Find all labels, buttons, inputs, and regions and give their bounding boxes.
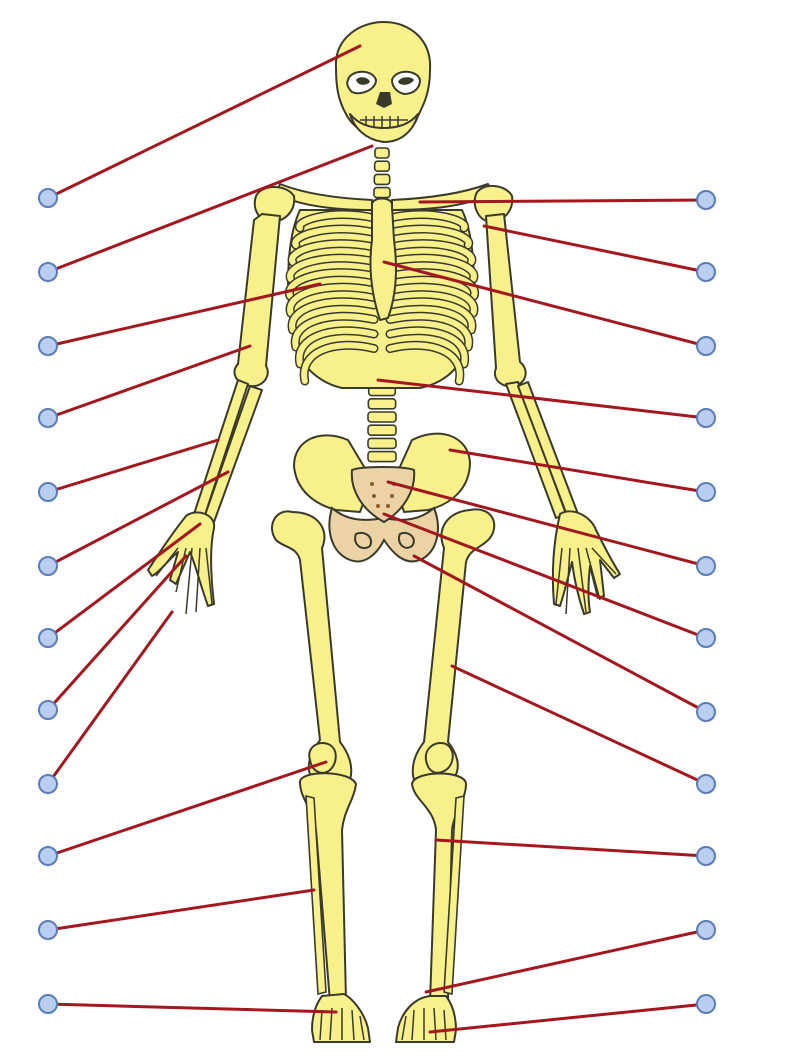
leader-line-left-3 bbox=[48, 284, 320, 346]
leader-line-left-9 bbox=[48, 612, 172, 784]
leader-line-right-12 bbox=[430, 1004, 706, 1032]
leader-line-right-7 bbox=[384, 514, 706, 638]
label-marker-left-9[interactable] bbox=[39, 775, 57, 793]
label-marker-right-10[interactable] bbox=[697, 847, 715, 865]
label-marker-right-8[interactable] bbox=[697, 703, 715, 721]
label-marker-right-1[interactable] bbox=[697, 191, 715, 209]
vertebra bbox=[375, 161, 390, 171]
leader-line-right-2 bbox=[484, 226, 706, 272]
label-marker-right-4[interactable] bbox=[697, 409, 715, 427]
label-marker-right-12[interactable] bbox=[697, 995, 715, 1013]
label-marker-right-7[interactable] bbox=[697, 629, 715, 647]
left-arm bbox=[148, 187, 294, 614]
label-marker-left-12[interactable] bbox=[39, 995, 57, 1013]
label-marker-left-2[interactable] bbox=[39, 263, 57, 281]
leader-line-right-1 bbox=[420, 200, 706, 202]
label-marker-left-6[interactable] bbox=[39, 557, 57, 575]
leader-line-right-4 bbox=[378, 380, 706, 418]
humerus-right bbox=[486, 214, 526, 386]
label-marker-right-9[interactable] bbox=[697, 775, 715, 793]
vertebra bbox=[368, 452, 396, 462]
label-marker-right-6[interactable] bbox=[697, 557, 715, 575]
skull bbox=[336, 22, 430, 142]
leader-line-left-5 bbox=[48, 440, 218, 492]
sternum bbox=[370, 199, 396, 321]
label-marker-right-11[interactable] bbox=[697, 921, 715, 939]
vertebra bbox=[374, 188, 390, 198]
vertebra bbox=[368, 438, 396, 448]
label-marker-left-8[interactable] bbox=[39, 701, 57, 719]
label-marker-right-2[interactable] bbox=[697, 263, 715, 281]
leader-line-right-10 bbox=[436, 840, 706, 856]
leader-line-right-5 bbox=[450, 450, 706, 492]
label-marker-left-4[interactable] bbox=[39, 409, 57, 427]
vertebra bbox=[374, 174, 389, 184]
leader-line-left-11 bbox=[48, 890, 314, 930]
vertebra bbox=[368, 412, 396, 422]
label-marker-left-7[interactable] bbox=[39, 629, 57, 647]
leader-line-right-9 bbox=[452, 666, 706, 784]
label-marker-left-3[interactable] bbox=[39, 337, 57, 355]
leader-line-left-1 bbox=[48, 46, 360, 198]
label-marker-left-10[interactable] bbox=[39, 847, 57, 865]
label-marker-left-11[interactable] bbox=[39, 921, 57, 939]
label-marker-right-3[interactable] bbox=[697, 337, 715, 355]
leader-line-left-12 bbox=[48, 1004, 336, 1012]
hand-left bbox=[148, 512, 214, 606]
label-marker-left-1[interactable] bbox=[39, 189, 57, 207]
leader-line-right-11 bbox=[426, 930, 706, 992]
leader-line-left-10 bbox=[48, 762, 326, 856]
patella-right bbox=[426, 743, 453, 773]
patella-left bbox=[309, 743, 336, 773]
vertebra bbox=[368, 425, 396, 435]
humerus-left bbox=[234, 214, 280, 386]
leader-line-left-4 bbox=[48, 346, 250, 418]
label-marker-left-5[interactable] bbox=[39, 483, 57, 501]
label-marker-right-5[interactable] bbox=[697, 483, 715, 501]
vertebra bbox=[368, 399, 395, 409]
vertebra bbox=[375, 148, 389, 158]
